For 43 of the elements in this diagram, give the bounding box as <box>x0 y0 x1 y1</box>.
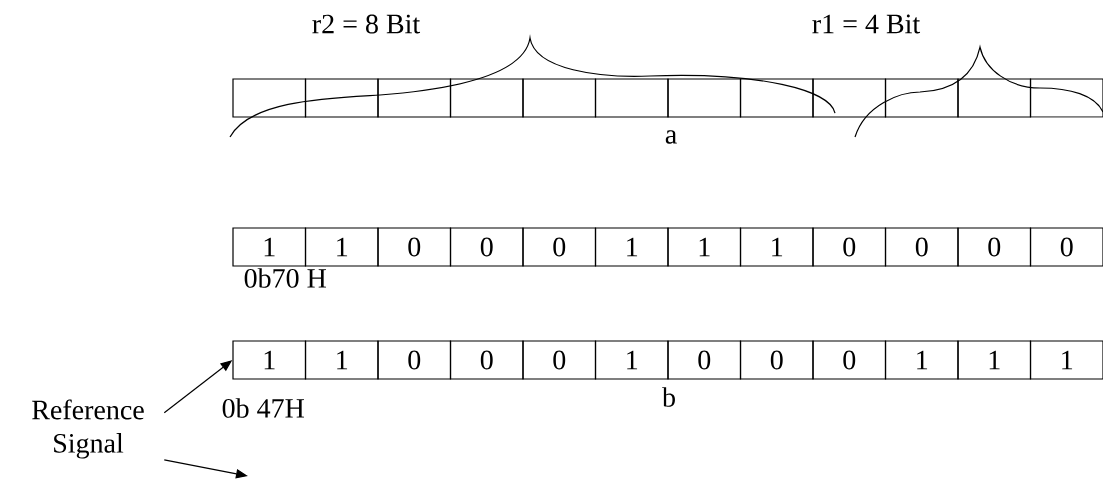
bit-cell: 0 <box>522 340 597 380</box>
bit-cell: 1 <box>884 340 959 380</box>
bit-cell <box>449 78 524 118</box>
bit-cell: 0 <box>449 340 524 380</box>
bit-cell: 0 <box>884 227 959 267</box>
bit-cell <box>1029 78 1103 118</box>
bit-cell <box>812 78 887 118</box>
bit-cell <box>594 78 669 118</box>
bit-cell: 0 <box>377 227 452 267</box>
bit-cell: 1 <box>304 340 379 380</box>
bit-cell <box>304 78 379 118</box>
bit-cell <box>232 78 307 118</box>
bit-cell: 1 <box>667 227 742 267</box>
bit-cell: 0 <box>812 227 887 267</box>
bit-cell: 1 <box>304 227 379 267</box>
text-label: r1 = 4 Bit <box>812 14 920 34</box>
text-label: 0b70 H <box>244 268 326 288</box>
bit-cell <box>667 78 742 118</box>
text-label: a <box>665 130 677 144</box>
bit-cell: 1 <box>594 340 669 380</box>
bit-cell: 0 <box>449 227 524 267</box>
bit-cell <box>739 78 814 118</box>
text-label: r2 = 8 Bit <box>312 14 420 34</box>
bit-cell: 0 <box>739 340 814 380</box>
bit-cell: 0 <box>812 340 887 380</box>
bit-cell <box>957 78 1032 118</box>
bit-cell <box>884 78 959 118</box>
bit-cell: 0 <box>957 227 1032 267</box>
text-label: b <box>662 387 675 407</box>
bit-cell: 1 <box>594 227 669 267</box>
bit-cell: 1 <box>957 340 1032 380</box>
bit-cell: 1 <box>739 227 814 267</box>
bit-cell: 0 <box>667 340 742 380</box>
bit-cell: 0 <box>1029 227 1103 267</box>
text-label: 0b 47H <box>222 398 304 418</box>
bit-cell: 1 <box>232 340 307 380</box>
bit-cell: 1 <box>1029 340 1103 380</box>
bit-cell: 0 <box>522 227 597 267</box>
bit-cell <box>377 78 452 118</box>
bit-cell <box>522 78 597 118</box>
text-label: Reference Signal <box>32 399 144 459</box>
bit-cell: 0 <box>377 340 452 380</box>
bit-cell: 1 <box>232 227 307 267</box>
